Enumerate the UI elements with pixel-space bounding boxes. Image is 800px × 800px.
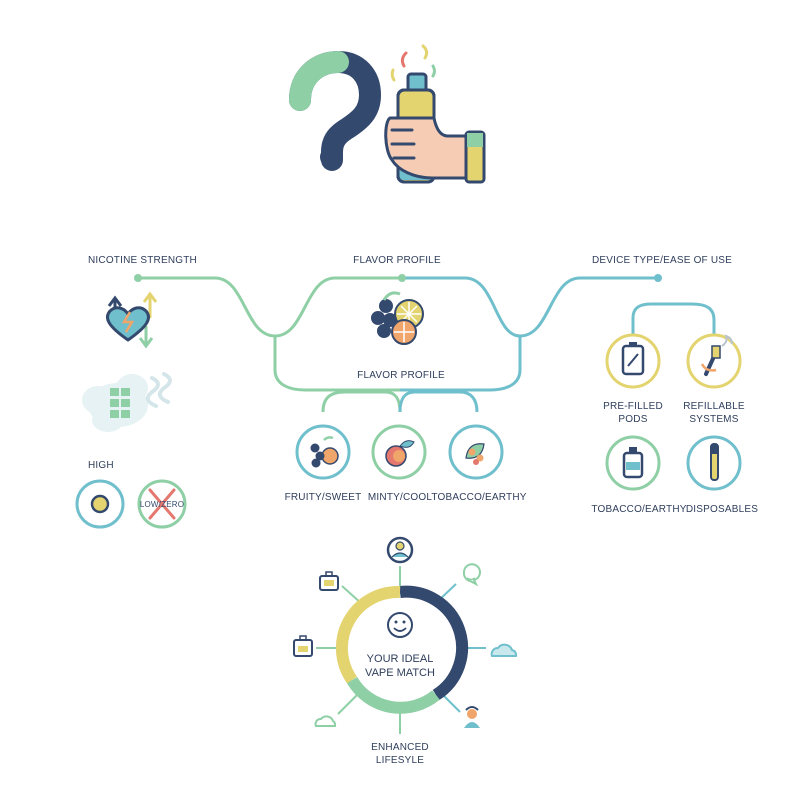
flavor-profile-label: FLAVOR PROFILE [353, 255, 441, 266]
hub-title-line1: YOUR IDEAL [366, 653, 434, 665]
pre-filled-pods-label: PRE-FILLED PODS [603, 400, 663, 426]
hub-ring [336, 585, 469, 714]
hub-title: YOUR IDEAL VAPE MATCH [365, 652, 435, 680]
device-option-tobacco-earthy[interactable] [605, 435, 661, 491]
cloud-vapor-icon [490, 643, 518, 657]
device-option-disposables[interactable] [686, 435, 742, 491]
pods-label-line2: PODS [618, 414, 648, 425]
refillable-label-line2: SYSTEMS [689, 414, 739, 425]
outcome-line2: LIFESYLE [375, 755, 425, 766]
berries-icon [310, 436, 339, 468]
low-zero-nicotine-option[interactable] [137, 479, 187, 529]
fruit-cluster-icon [371, 291, 424, 345]
chat-smile-icon [462, 563, 481, 587]
high-label: HIGH [88, 460, 114, 471]
refillable-label-line1: REFILLABLE [683, 401, 745, 412]
hub-title-line2: VAPE MATCH [365, 667, 435, 679]
device-type-label: DEVICE TYPE/EASE OF USE [591, 255, 733, 266]
nicotine-strength-label: NICOTINE STRENGTH [88, 255, 197, 266]
hand-holding-vape-icon [384, 44, 486, 184]
question-mark-icon [289, 50, 382, 171]
bottle-icon [622, 447, 644, 479]
flavor-option-minty[interactable] [371, 424, 427, 480]
smiley-icon [387, 612, 413, 638]
enhanced-lifestyle-label: ENHANCED LIFESYLE [371, 741, 429, 767]
cloud-outline-icon [314, 715, 337, 727]
smoke-cloud-icon [82, 372, 172, 432]
flavor-profile-sub-label: FLAVOR PROFILE [357, 370, 445, 381]
tobacco-earthy-device-label: TOBACCO/EARTHY [591, 504, 687, 515]
flavor-option-tobacco[interactable] [448, 424, 504, 480]
refillable-systems-label: REFILLABLE SYSTEMS [683, 400, 744, 426]
peach-icon [385, 440, 415, 467]
leaf-icon [465, 443, 485, 465]
high-nicotine-option[interactable] [75, 479, 125, 529]
pods-label-line1: PRE-FILLED [603, 401, 663, 412]
disposables-label: DISPOSABLES [685, 504, 759, 515]
branch-connectors [134, 274, 716, 413]
person-icon [464, 706, 480, 728]
pod-icon [621, 342, 645, 376]
fruity-sweet-label: FRUITY/SWEET [284, 492, 362, 503]
heart-arrows-icon [105, 291, 158, 349]
tobacco-earthy-flavor-label: TOBACCO/EARTHY [431, 492, 527, 503]
user-profile-icon [386, 536, 414, 564]
device-option-pods[interactable] [605, 333, 661, 389]
briefcase-icon-left [293, 635, 313, 657]
device-option-refillable[interactable] [686, 333, 742, 389]
briefcase-icon-top [319, 571, 339, 591]
flavor-option-fruity[interactable] [295, 424, 351, 480]
low-zero-label: LOW/ZERO [139, 500, 185, 509]
outcome-line1: ENHANCED [371, 742, 429, 753]
disposable-pen-icon [710, 443, 719, 481]
minty-cool-label: MINTY/COOL [367, 492, 433, 503]
refillable-vape-icon [700, 334, 733, 376]
